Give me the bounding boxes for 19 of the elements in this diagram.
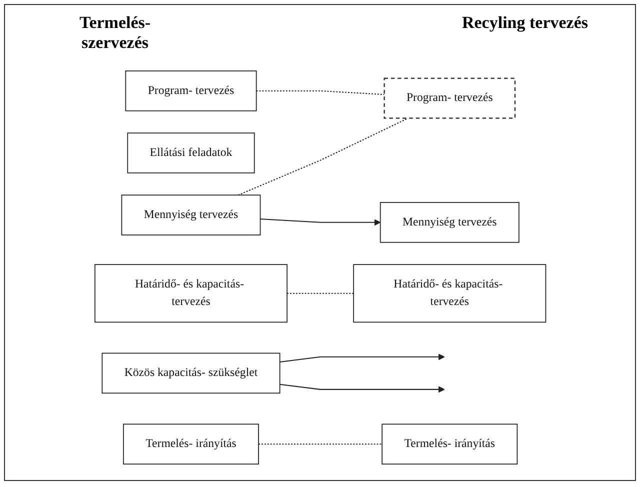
node-box: Termelés- irányítás	[381, 424, 518, 465]
node-box: Határidő- és kapacitás- tervezés	[94, 264, 288, 323]
node-box: Közös kapacitás- szükséglet	[101, 352, 280, 394]
node-box: Határidő- és kapacitás- tervezés	[352, 264, 546, 323]
node-box: Ellátási feladatok	[126, 132, 254, 174]
arrow	[279, 354, 444, 363]
arrow	[279, 384, 444, 393]
column-heading: Termelés- szervezés	[78, 13, 152, 53]
arrow	[260, 218, 380, 226]
node-box: Termelés- irányítás	[122, 424, 259, 465]
connector	[238, 118, 408, 196]
node-box: Program- tervezés	[124, 70, 256, 112]
connector	[286, 292, 354, 294]
node-box: Mennyiség tervezés	[120, 194, 260, 236]
node-box: Mennyiség tervezés	[380, 202, 520, 243]
column-heading: Recyling tervezés	[460, 13, 590, 34]
connector	[256, 90, 384, 96]
node-box: Program- tervezés	[383, 78, 516, 119]
connector	[258, 444, 382, 445]
